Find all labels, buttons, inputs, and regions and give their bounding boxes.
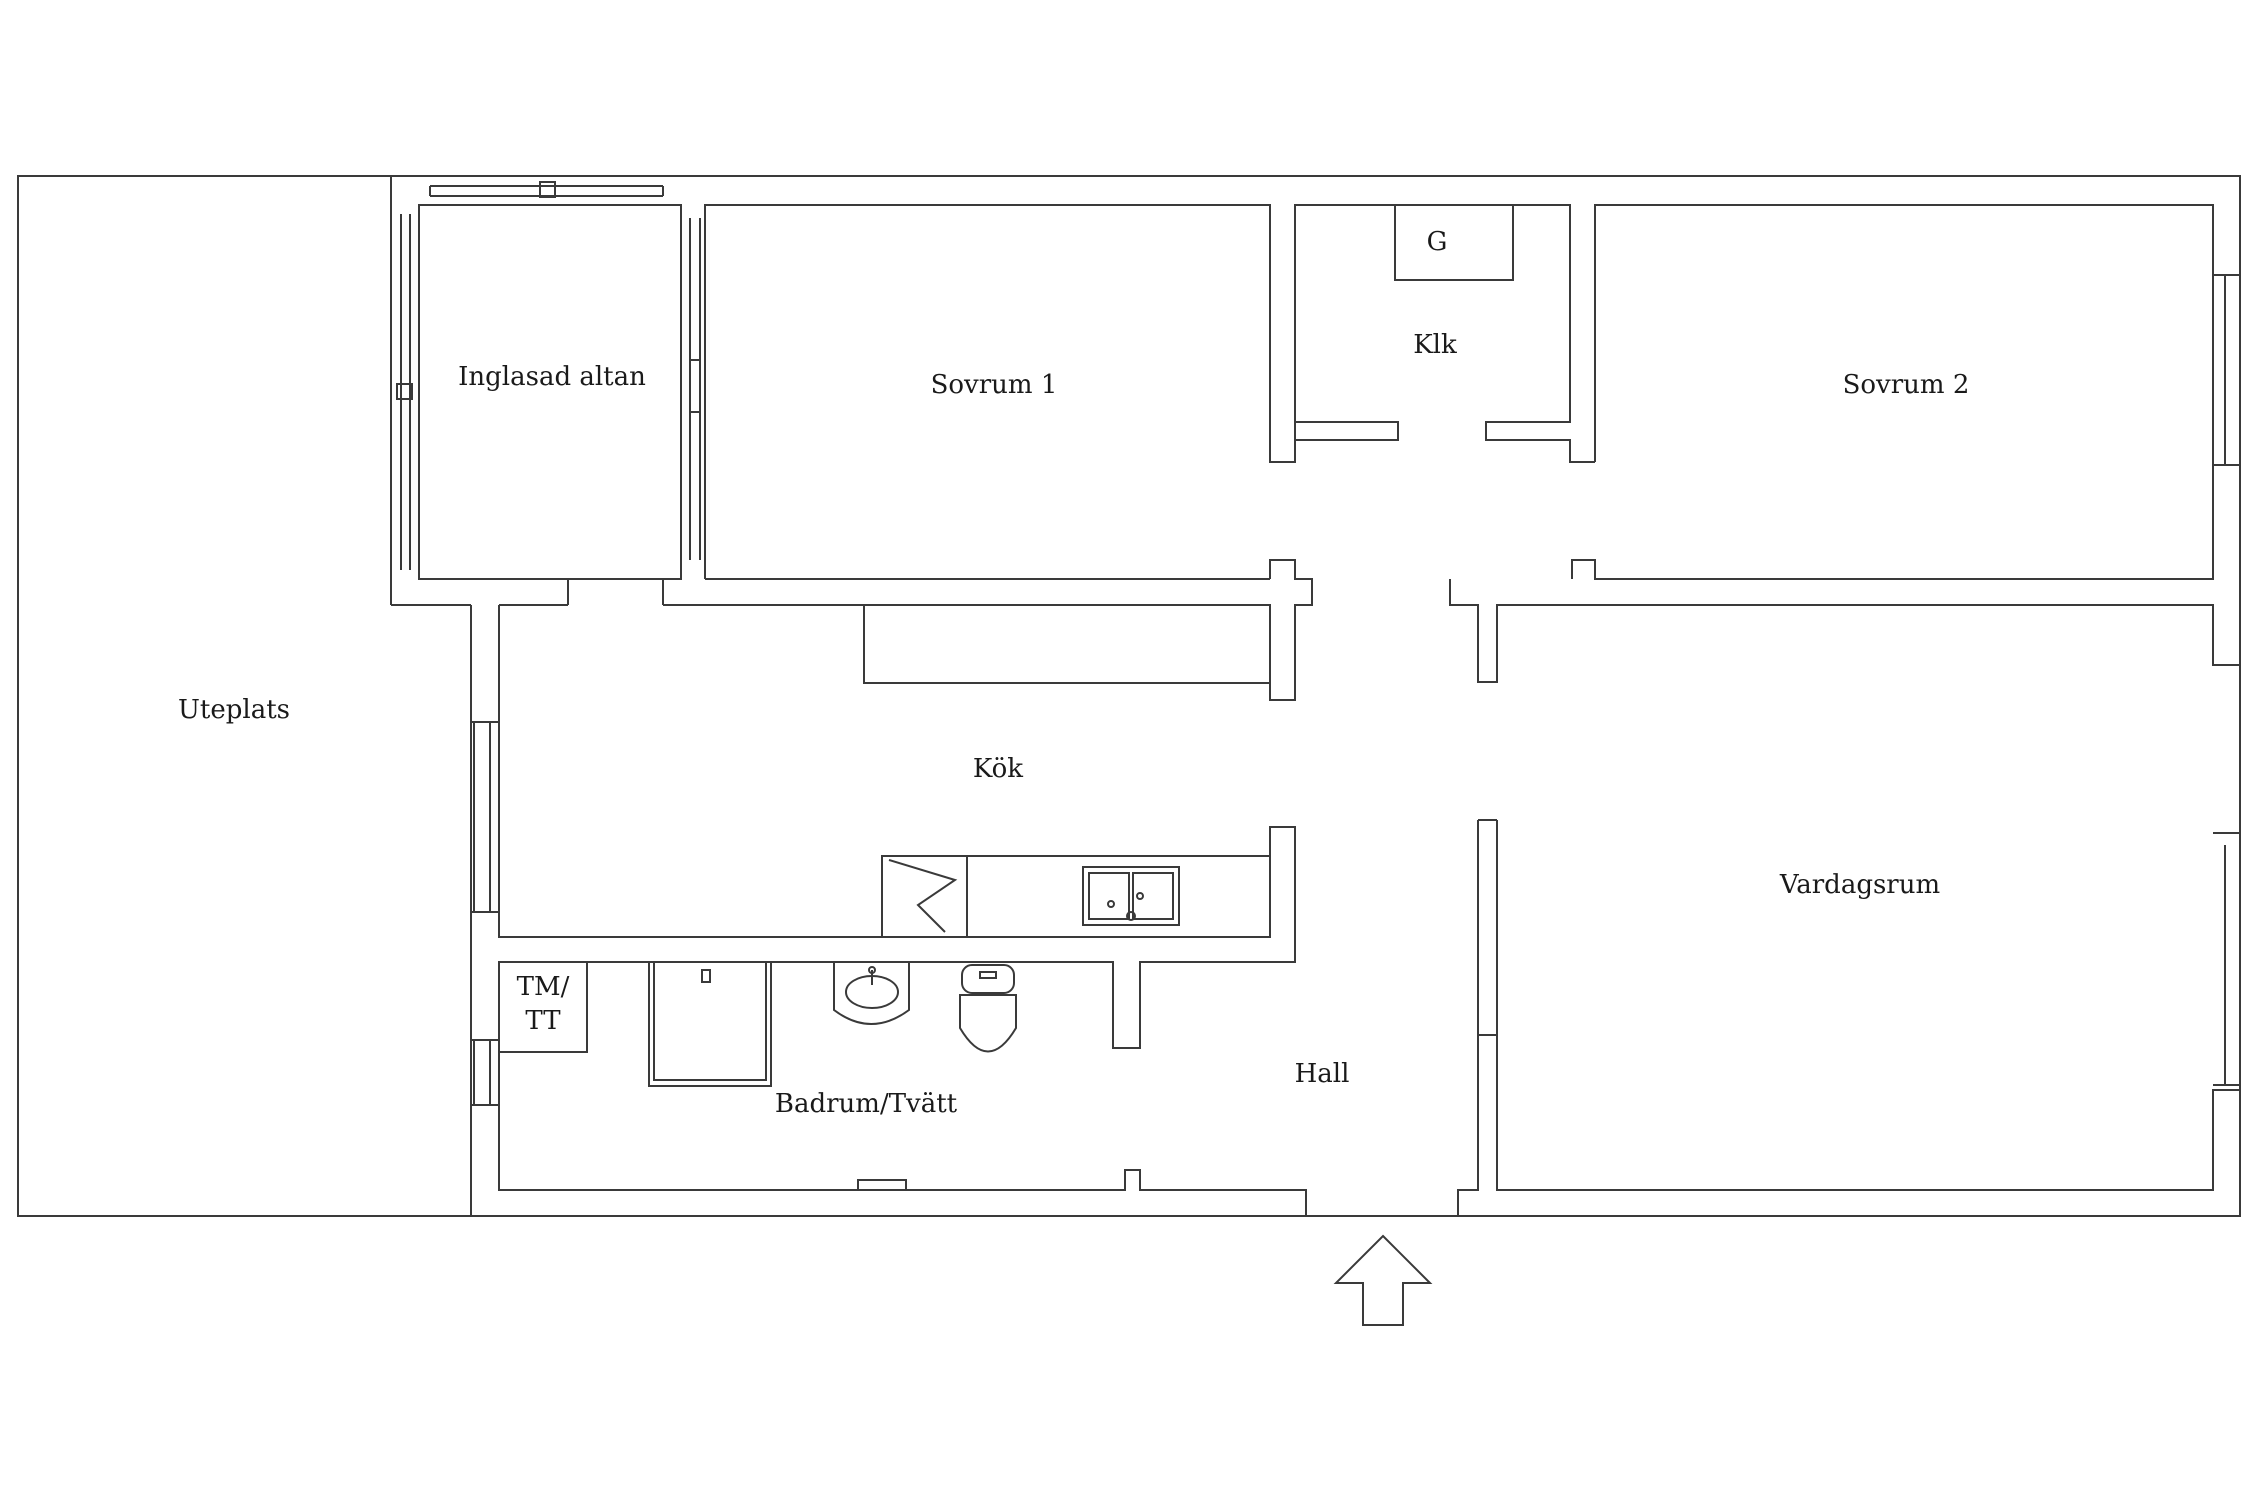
vardagsrum-wall [1496,820,2240,1191]
altan-window-latch [396,383,413,400]
label-sovrum1: Sovrum 1 [931,370,1058,400]
altan-inner [418,204,682,580]
sovrum2-wall [1571,204,2214,580]
sovrum1-corner [1269,559,1313,701]
kok-counter [881,855,1271,938]
badrum-vent [857,1179,907,1191]
label-kok: Kök [973,754,1023,784]
inglasad-altan-area [390,176,701,725]
kok-upper-cabinet [863,604,1271,684]
vardagsrum-wall [1449,579,2240,683]
altan-window-latch [539,181,556,198]
arrow-up-icon [1333,1234,1433,1326]
shower-icon [648,961,772,1087]
double-sink-icon [1082,866,1180,926]
badrum-wall [498,1105,1307,1216]
vardagsrum-wall [1457,820,1479,1216]
klk-wall [1294,204,1595,463]
label-tm: TM/ [517,972,570,1002]
label-hall: Hall [1295,1059,1350,1089]
label-klk-g: G [1427,227,1448,257]
stove-icon [881,855,968,938]
label-uteplats: Uteplats [178,695,290,725]
tm-tt-box [498,961,588,1053]
toilet-icon [959,964,1017,1053]
outer-boundary [17,175,2241,1217]
label-tt: TT [525,1006,561,1036]
label-sovrum2: Sovrum 2 [1843,370,1970,400]
washbasin-icon [833,961,910,1025]
label-badrum: Badrum/Tvätt [775,1089,958,1119]
label-inglasad-altan: Inglasad altan [458,362,646,392]
klk-wall [1295,421,1399,441]
label-vardagsrum: Vardagsrum [1779,870,1940,900]
klk-g-box [1394,204,1514,281]
sovrum1-wall [704,204,1296,579]
label-klk: Klk [1413,330,1457,360]
